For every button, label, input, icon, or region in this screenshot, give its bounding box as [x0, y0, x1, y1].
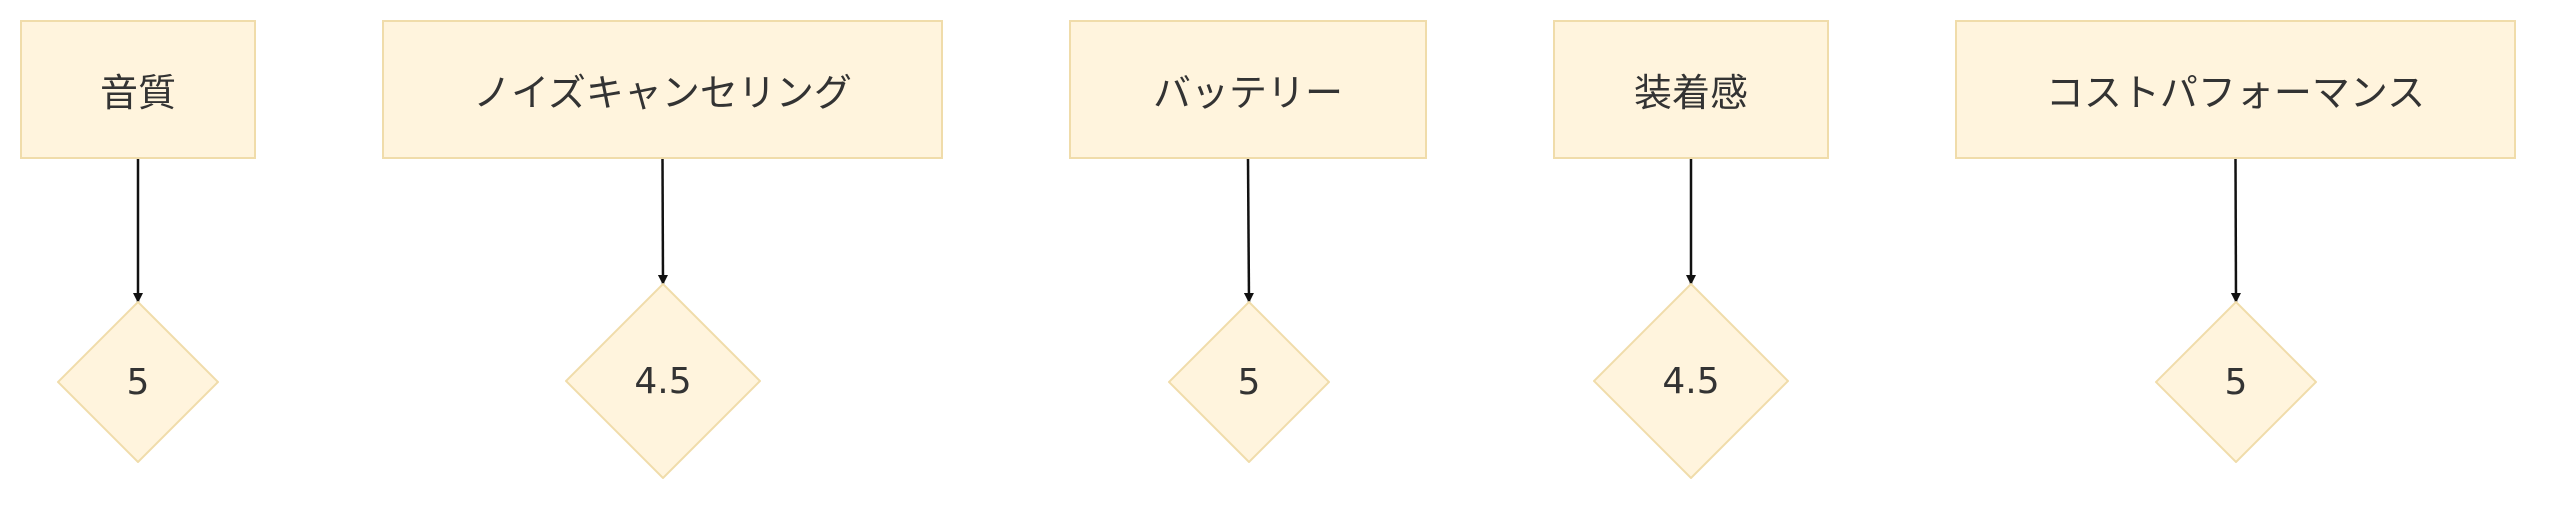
score-value: 5 — [126, 361, 150, 403]
criterion-label: コストパフォーマンス — [2045, 71, 2426, 115]
score-diamond-fit: 4.5 — [1593, 283, 1789, 479]
criterion-label: バッテリー — [1152, 71, 1343, 115]
score-diamond-battery: 5 — [1168, 301, 1330, 463]
score-value: 4.5 — [634, 360, 692, 402]
diamond-shape — [2155, 301, 2317, 463]
criterion-box-fit: 装着感 — [1553, 20, 1829, 159]
criterion-label: 音質 — [99, 71, 176, 115]
diamond-shape — [57, 301, 219, 463]
score-diamond-cost-performance: 5 — [2155, 301, 2317, 463]
diamond-shape — [565, 283, 761, 479]
criterion-label: 装着感 — [1633, 71, 1748, 115]
criterion-label: ノイズキャンセリング — [473, 71, 852, 115]
criterion-box-cost-performance: コストパフォーマンス — [1955, 20, 2516, 159]
score-diamond-sound-quality: 5 — [57, 301, 219, 463]
criterion-box-noise-cancelling: ノイズキャンセリング — [382, 20, 943, 159]
connector-arrow — [657, 158, 668, 285]
criterion-box-battery: バッテリー — [1069, 20, 1427, 159]
diamond-shape — [1168, 301, 1330, 463]
score-value: 5 — [1237, 361, 1261, 403]
score-diamond-noise-cancelling: 4.5 — [565, 283, 761, 479]
score-value: 4.5 — [1662, 360, 1720, 402]
connector-arrow — [2230, 158, 2241, 303]
connector-arrow — [1243, 158, 1254, 303]
criterion-box-sound-quality: 音質 — [20, 20, 256, 159]
diamond-shape — [1593, 283, 1789, 479]
score-value: 5 — [2224, 361, 2248, 403]
